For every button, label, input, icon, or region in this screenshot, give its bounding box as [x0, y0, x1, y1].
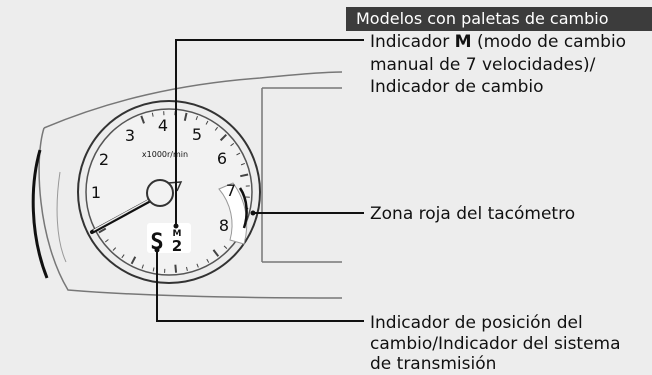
callout-position-line2: cambio/Indicador del sistema: [370, 333, 621, 355]
tach-numeral-2: 2: [99, 150, 109, 169]
tach-numeral-7: 7: [226, 181, 236, 200]
tachometer: 1 2 3 4 5 6 7 8 x1000r/min S M 2: [78, 101, 260, 283]
tachometer-hub: [147, 180, 173, 206]
leader-red-zone-dot: [251, 211, 256, 216]
callout-position-line1: Indicador de posición del: [370, 312, 583, 334]
callout-m-indicator-line3: Indicador de cambio: [370, 76, 544, 98]
callout-m-bold-letter: M: [455, 32, 472, 52]
tach-numeral-3: 3: [125, 126, 135, 145]
leader-m-dot: [174, 224, 179, 229]
callout-m-indicator-line1: Indicador M (modo de cambio: [370, 31, 626, 53]
tach-numeral-6: 6: [217, 149, 227, 168]
callout-m-indicator-line2: manual de 7 velocidades)/: [370, 54, 595, 76]
callout-m-prefix: Indicador: [370, 32, 455, 52]
tach-numeral-8: 8: [219, 216, 229, 235]
variant-badge: Modelos con paletas de cambio: [346, 7, 652, 31]
tach-tick: [175, 265, 176, 273]
tach-numeral-5: 5: [192, 125, 202, 144]
tach-numeral-4: 4: [158, 116, 168, 135]
gear-number: 2: [172, 237, 182, 255]
left-vent-inner: [57, 172, 66, 262]
callout-m-suffix: (modo de cambio: [472, 32, 627, 52]
callout-red-zone: Zona roja del tacómetro: [370, 203, 575, 225]
leader-position-dot: [155, 248, 160, 253]
tach-unit-label: x1000r/min: [142, 150, 188, 159]
left-vent-accent: [33, 150, 47, 278]
tach-numeral-1: 1: [91, 183, 101, 202]
